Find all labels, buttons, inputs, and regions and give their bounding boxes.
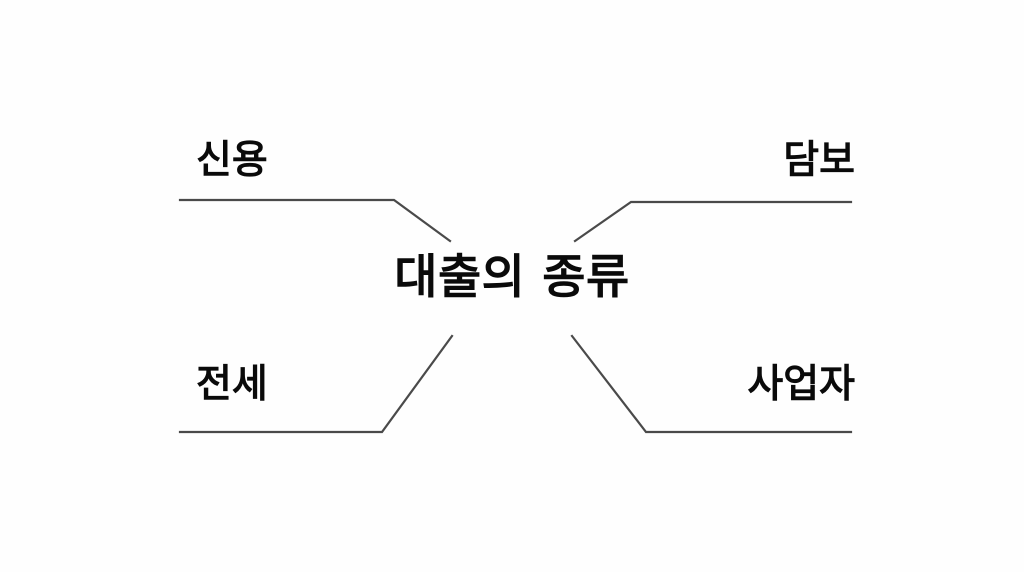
branch-label-collateral: 담보	[783, 138, 855, 183]
branch-label-credit: 신용	[196, 138, 268, 183]
branch-label-business: 사업자	[747, 362, 855, 407]
connector-line-collateral	[573, 200, 853, 243]
connector-line-credit	[178, 198, 452, 243]
branch-label-jeonse: 전세	[196, 362, 268, 407]
page-title: 대출의 종류	[394, 250, 630, 305]
